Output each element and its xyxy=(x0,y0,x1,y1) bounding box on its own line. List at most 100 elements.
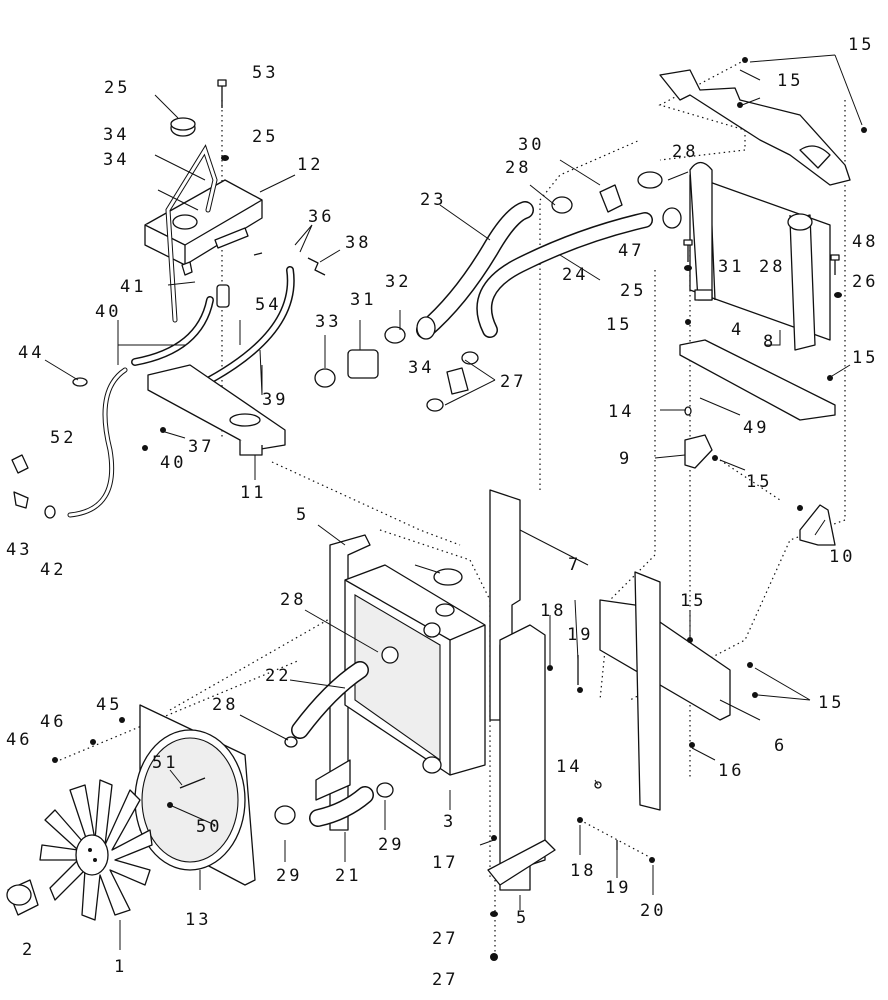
label-14-bottom: 14 xyxy=(556,757,582,777)
hose-22-23 xyxy=(416,201,653,340)
label-45: 46 xyxy=(6,730,32,750)
label-27-b: 28 xyxy=(280,590,306,610)
label-27-a: 27 xyxy=(500,372,526,392)
label-25-a: 25 xyxy=(252,127,278,147)
label-40-top: 41 xyxy=(120,277,146,297)
label-15-e: 15 xyxy=(746,472,772,492)
label-15-f: 15 xyxy=(680,591,706,611)
label-28-b: 28 xyxy=(672,142,698,162)
clamps-and-sleeves xyxy=(314,171,779,412)
label-6: 6 xyxy=(774,736,787,756)
label-39: 40 xyxy=(95,302,121,322)
label-51: 53 xyxy=(252,63,278,83)
part-2-spacer xyxy=(6,879,39,916)
label-29-a: 30 xyxy=(518,135,544,155)
label-22: 23 xyxy=(420,190,446,210)
label-11: 11 xyxy=(240,483,266,503)
label-28-c: 28 xyxy=(759,257,785,277)
label-3: 3 xyxy=(443,812,456,832)
label-17: 18 xyxy=(570,861,596,881)
label-44: 46 xyxy=(40,712,66,732)
label-5-top: 5 xyxy=(296,505,309,525)
label-34-c: 37 xyxy=(188,437,214,457)
label-49: 51 xyxy=(152,753,178,773)
part-8-bracket xyxy=(679,339,836,421)
part-4-cooler xyxy=(689,161,831,351)
label-12: 12 xyxy=(297,155,323,175)
part-11-bracket xyxy=(147,364,286,456)
label-18-top: 18 xyxy=(540,601,566,621)
label-36: 38 xyxy=(345,233,371,253)
label-52: 54 xyxy=(255,295,281,315)
part-13-fan-shroud xyxy=(134,704,256,886)
leader-lines xyxy=(44,54,863,950)
label-37: 39 xyxy=(262,390,288,410)
label-34-a: 34 xyxy=(103,150,129,170)
label-27-c: 28 xyxy=(212,695,238,715)
label-24: 25 xyxy=(104,78,130,98)
label-28-d: 29 xyxy=(378,835,404,855)
fittings xyxy=(11,261,193,519)
label-15-b: 15 xyxy=(777,71,803,91)
label-50: 52 xyxy=(50,428,76,448)
label-31-b: 33 xyxy=(315,312,341,332)
label-25-b: 25 xyxy=(620,281,646,301)
label-21: 22 xyxy=(265,666,291,686)
part-1-fan xyxy=(39,779,153,921)
label-46-a: 47 xyxy=(618,241,644,261)
part-3-radiator xyxy=(344,564,486,776)
label-10: 10 xyxy=(829,547,855,567)
label-28-e: 29 xyxy=(276,866,302,886)
label-18-bottom: 19 xyxy=(605,878,631,898)
callout-labels: 1 2 3 4 5 5 6 7 8 9 10 11 12 13 14 14 15… xyxy=(6,35,878,990)
label-38: 40 xyxy=(160,453,186,473)
part-5-frame-left xyxy=(315,534,371,831)
label-20: 21 xyxy=(335,866,361,886)
label-32: 34 xyxy=(408,358,434,378)
part-12-reservoir xyxy=(144,144,263,323)
label-2: 2 xyxy=(22,940,35,960)
label-15-g: 15 xyxy=(818,693,844,713)
label-42: 44 xyxy=(18,343,44,363)
label-46-b: 48 xyxy=(852,232,878,252)
label-43: 45 xyxy=(96,695,122,715)
label-14-top: 14 xyxy=(608,402,634,422)
label-47: 49 xyxy=(743,418,769,438)
label-30: 31 xyxy=(350,290,376,310)
label-33: 34 xyxy=(103,125,129,145)
label-15-h: 16 xyxy=(718,761,744,781)
label-8: 8 xyxy=(763,332,776,352)
label-29-b: 31 xyxy=(718,257,744,277)
label-9: 9 xyxy=(619,449,632,469)
label-19-top: 19 xyxy=(567,625,593,645)
label-1: 1 xyxy=(114,957,127,977)
label-40-bottom: 42 xyxy=(40,560,66,580)
part-6-plate xyxy=(599,571,731,811)
label-23: 24 xyxy=(562,265,588,285)
label-25-d: 27 xyxy=(432,929,458,949)
label-5-bottom: 5 xyxy=(516,908,529,928)
label-28-a: 28 xyxy=(505,158,531,178)
label-48: 50 xyxy=(196,817,222,837)
part-54-cap xyxy=(433,568,463,586)
part-9-10-brackets xyxy=(684,434,836,546)
label-15-a: 15 xyxy=(848,35,874,55)
part-24-cap xyxy=(170,117,196,137)
label-16: 17 xyxy=(432,853,458,873)
label-34-b: 36 xyxy=(308,207,334,227)
label-41: 43 xyxy=(6,540,32,560)
label-26: 27 xyxy=(432,970,458,990)
label-15-d: 15 xyxy=(852,348,878,368)
hardware xyxy=(52,57,867,961)
label-15-c: 15 xyxy=(606,315,632,335)
label-7: 7 xyxy=(568,555,581,575)
hose-20-21 xyxy=(274,661,394,827)
part-7-5-right-frame xyxy=(487,489,556,891)
label-25-c: 26 xyxy=(852,272,878,292)
label-31-a: 32 xyxy=(385,272,411,292)
label-4: 4 xyxy=(731,320,744,340)
label-19-bottom: 20 xyxy=(640,901,666,921)
part-53-bracket xyxy=(659,69,851,186)
label-13: 13 xyxy=(185,910,211,930)
